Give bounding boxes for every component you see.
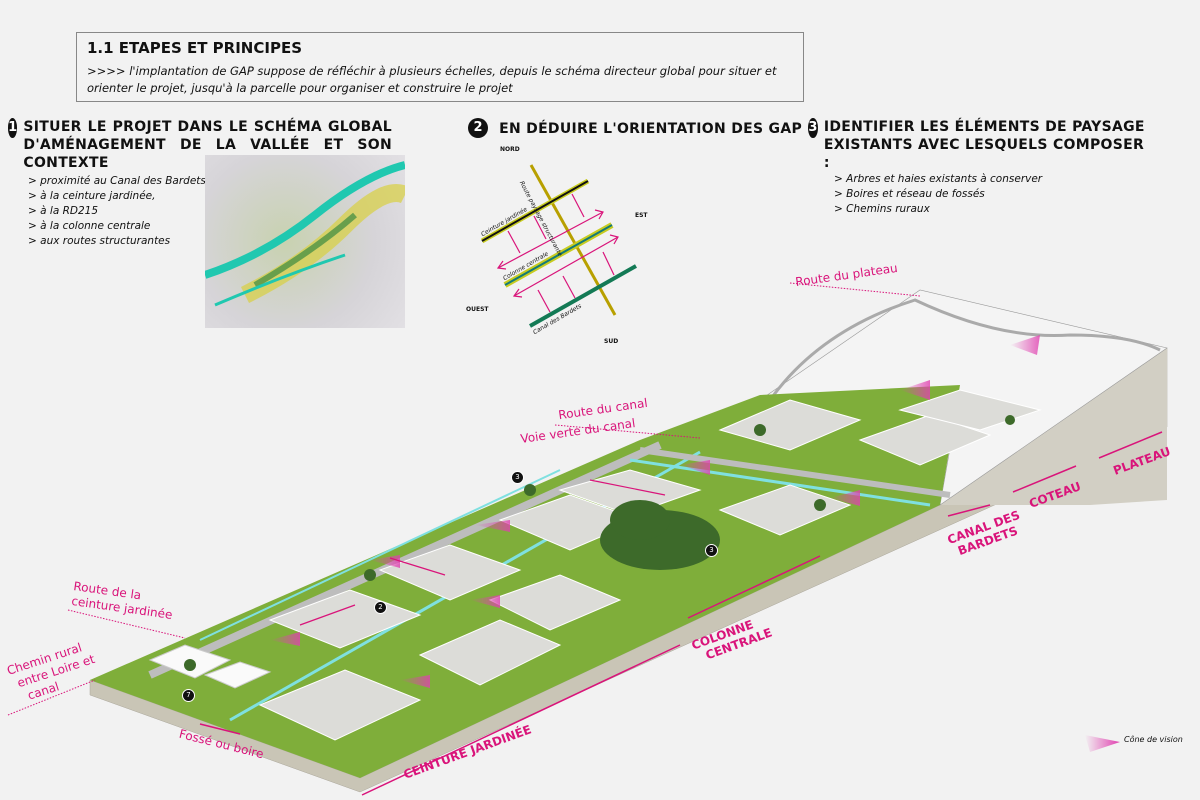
orientation-diagram: NORD EST OUEST SUD Route paysage structu… bbox=[460, 140, 660, 350]
compass-nord: NORD bbox=[500, 146, 520, 153]
bullet: > proximité au Canal des Bardets, bbox=[28, 175, 210, 187]
title-box: 1.1 ETAPES ET PRINCIPES >>>> l'implantat… bbox=[76, 32, 804, 102]
bullet: > à la RD215 bbox=[28, 205, 99, 217]
step-3-bullets: > Arbres et haies existants à conserver … bbox=[834, 172, 1148, 217]
bullet: > Arbres et haies existants à conserver bbox=[834, 173, 1043, 185]
bullet: > à la ceinture jardinée, bbox=[28, 190, 156, 202]
page-title: 1.1 ETAPES ET PRINCIPES bbox=[87, 39, 302, 57]
step-number: 1 bbox=[8, 118, 18, 138]
step-title: IDENTIFIER LES ÉLÉMENTS DE PAYSAGE EXIST… bbox=[823, 119, 1145, 171]
bullet: > Chemins ruraux bbox=[834, 203, 930, 215]
marker-7: 7 bbox=[182, 689, 195, 702]
bullet: > à la colonne centrale bbox=[28, 220, 151, 232]
step-2: 2 EN DÉDUIRE L'ORIENTATION DES GAP bbox=[468, 118, 802, 138]
legend-cone-label: Cône de vision bbox=[1124, 735, 1183, 744]
bullet: > Boires et réseau de fossés bbox=[834, 188, 985, 200]
step-title: SITUER LE PROJET DANS LE SCHÉMA GLOBAL D… bbox=[23, 119, 392, 171]
bullet: > aux routes structurantes bbox=[28, 235, 171, 247]
marker-3: 3 bbox=[705, 544, 718, 557]
page-subtitle: >>>> l'implantation de GAP suppose de ré… bbox=[87, 64, 777, 95]
compass-ouest: OUEST bbox=[466, 306, 489, 313]
cone-legend-icon bbox=[1085, 735, 1120, 752]
step-3: 3 IDENTIFIER LES ÉLÉMENTS DE PAYSAGE EXI… bbox=[808, 118, 1148, 217]
step-1: 1 SITUER LE PROJET DANS LE SCHÉMA GLOBAL… bbox=[8, 118, 392, 249]
valley-map-image bbox=[205, 155, 405, 328]
marker-3: 3 bbox=[511, 471, 524, 484]
marker-2: 2 bbox=[374, 601, 387, 614]
step-number: 2 bbox=[468, 118, 488, 138]
step-number: 3 bbox=[808, 118, 818, 138]
step-1-bullets: > proximité au Canal des Bardets, > à la… bbox=[28, 174, 213, 249]
compass-sud: SUD bbox=[604, 338, 619, 345]
step-title: EN DÉDUIRE L'ORIENTATION DES GAP bbox=[499, 121, 803, 137]
compass-est: EST bbox=[635, 212, 648, 219]
